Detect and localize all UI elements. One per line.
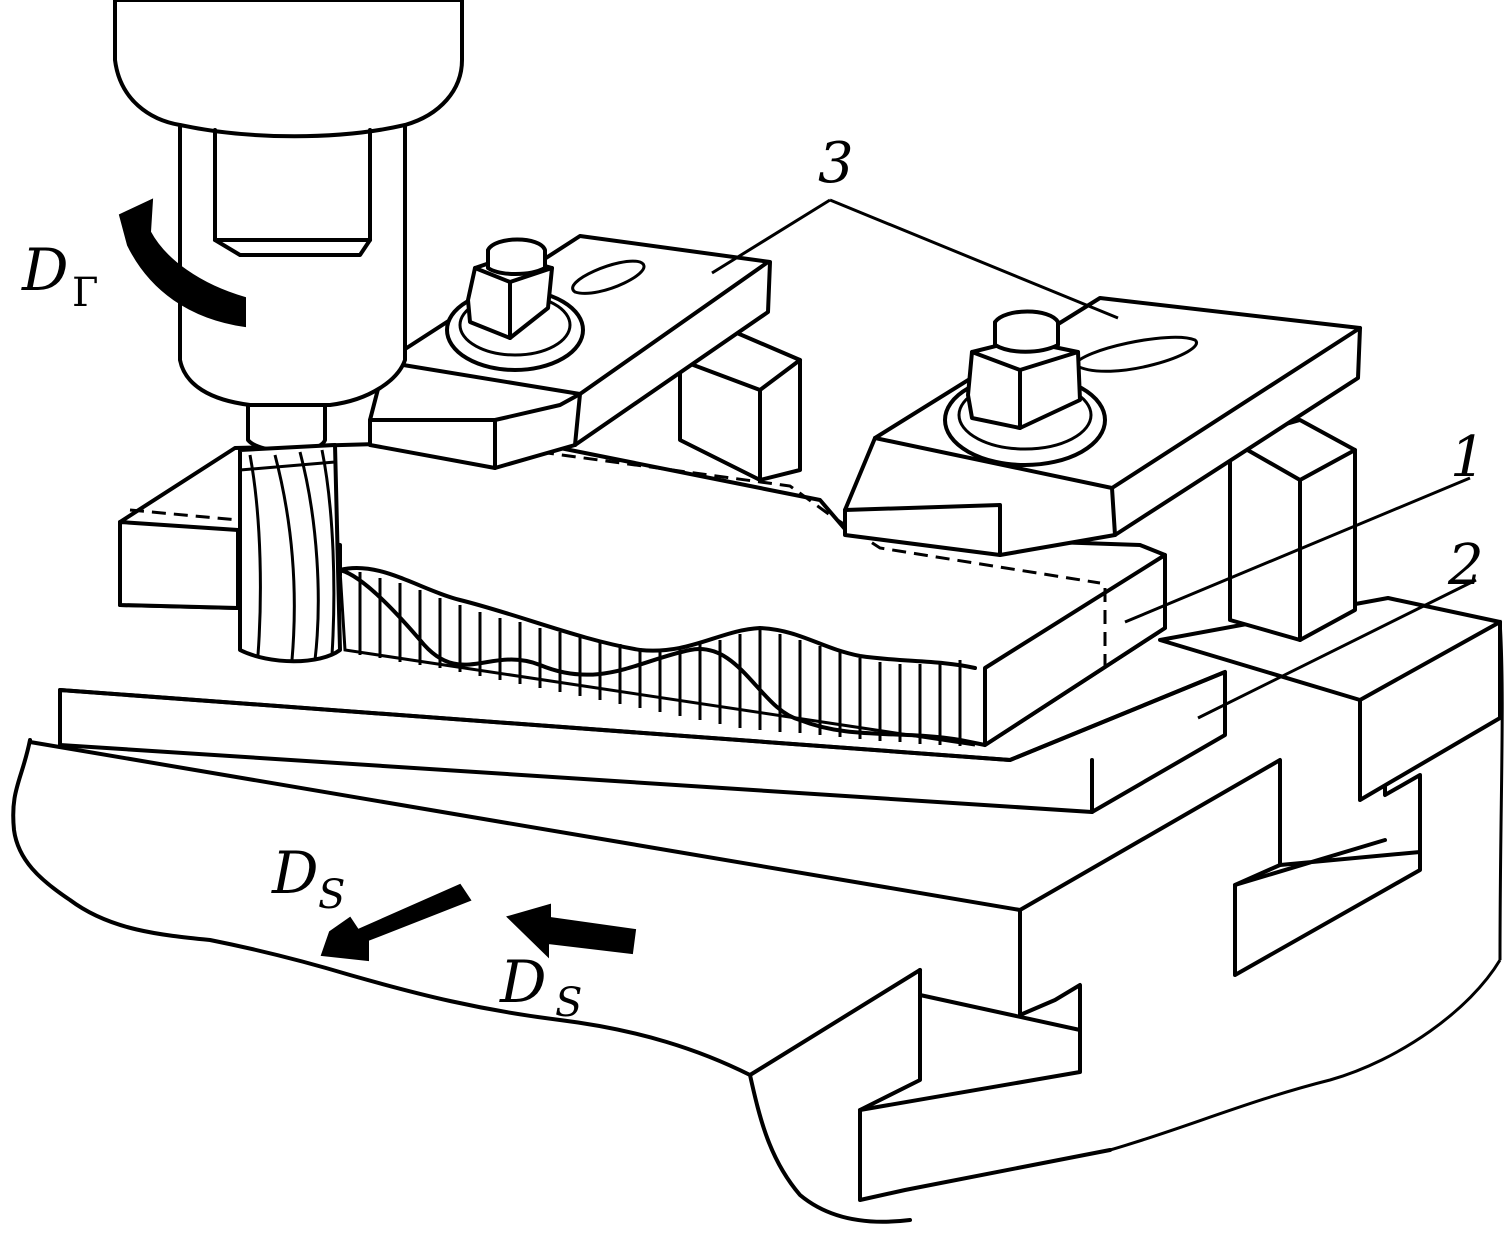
machine-table [11, 619, 1504, 1250]
milled-serrations [358, 572, 962, 746]
callout-leaders [711, 198, 1477, 720]
clamp-left-3 [368, 234, 772, 470]
feed-label-right: D [499, 948, 547, 1016]
clamp-right-3 [843, 296, 1362, 557]
callout-1: 1 [1450, 425, 1486, 490]
feed-label-left: D [271, 839, 319, 907]
rotation-label: D [21, 236, 69, 304]
feed-arrow-right-icon [506, 903, 637, 959]
workpiece-1 [118, 438, 1167, 747]
end-mill-cutter [238, 443, 342, 664]
callout-3: 3 [818, 131, 854, 196]
feed-label-left-subscript: S [318, 872, 345, 918]
support-block-2 [58, 596, 1502, 814]
rotation-arrow-icon [118, 198, 246, 328]
rear-support-blocks [678, 328, 1357, 642]
callout-2: 2 [1447, 533, 1484, 598]
rotation-label-subscript: Г [72, 270, 98, 316]
feed-arrow-left-icon [320, 883, 472, 962]
feed-label-right-subscript: S [555, 980, 582, 1026]
